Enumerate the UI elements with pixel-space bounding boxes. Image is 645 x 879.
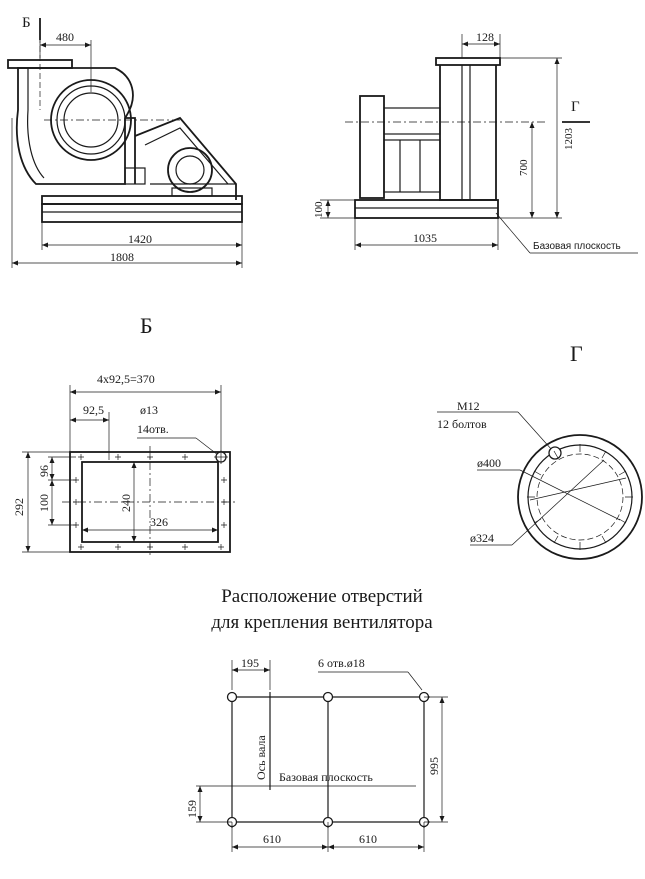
base-plane-note: Базовая плоскость: [533, 241, 621, 252]
mounting-hole-layout: 195 6 отв.ø18 Ось вала Базовая плоскость…: [185, 656, 448, 852]
dim-d13: ø13: [140, 403, 158, 417]
view-b-marker: Б: [22, 15, 31, 31]
dim-700: 700: [518, 159, 530, 176]
dim-1808: 1808: [110, 250, 134, 264]
dim-100-b: 100: [37, 494, 51, 512]
view-g-marker: Г: [571, 99, 580, 115]
side-view: 128 Г 1203 700 100: [313, 30, 638, 254]
view-g-title: Г: [570, 341, 583, 366]
holes-14: 14отв.: [137, 422, 169, 436]
dim-92-5: 92,5: [83, 403, 104, 417]
dim-128: 128: [476, 30, 494, 44]
caption-line-2: для крепления вентилятора: [211, 612, 433, 633]
dim-1420: 1420: [128, 232, 152, 246]
dim-480: 480: [56, 30, 74, 44]
dim-240: 240: [119, 494, 133, 512]
view-g: Г M12 12 болтов ø400 ø324: [437, 341, 643, 560]
base-plane-label: Базовая плоскость: [279, 770, 373, 784]
shaft-axis-label: Ось вала: [254, 735, 268, 780]
dim-995: 995: [427, 757, 441, 775]
dim-610-left: 610: [263, 832, 281, 846]
caption-line-1: Расположение отверстий: [221, 586, 423, 607]
dim-326: 326: [150, 515, 168, 529]
view-b-title: Б: [140, 313, 153, 338]
m12-label: M12: [457, 399, 480, 413]
d324-label: ø324: [470, 531, 494, 545]
holes-6: 6 отв.ø18: [318, 656, 365, 670]
dim-1035: 1035: [413, 231, 437, 245]
dim-159: 159: [185, 800, 199, 818]
front-view: Б 480 1420: [7, 15, 243, 268]
bolts-12-label: 12 болтов: [437, 417, 487, 431]
dim-1203: 1203: [563, 128, 575, 151]
dim-4x92-370: 4x92,5=370: [97, 372, 155, 386]
dim-610-right: 610: [359, 832, 377, 846]
dim-100: 100: [313, 201, 325, 218]
d400-label: ø400: [477, 456, 501, 470]
dim-195: 195: [241, 656, 259, 670]
view-b: Б 4x92,5=370 92,5 ø13 14отв.: [12, 313, 238, 558]
dim-96: 96: [37, 465, 51, 477]
dim-292: 292: [12, 498, 26, 516]
